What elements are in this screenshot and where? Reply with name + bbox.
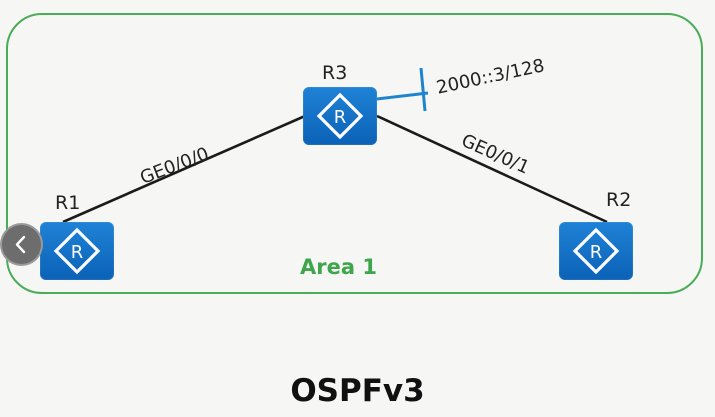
loopback-marker — [419, 67, 427, 112]
router-label-r2: R2 — [606, 189, 632, 211]
router-r3: R — [303, 87, 377, 145]
chevron-left-icon — [15, 235, 26, 254]
loopback-link — [376, 91, 429, 101]
link-r3-r2 — [376, 114, 608, 224]
router-label-r1: R1 — [55, 192, 81, 214]
area-label: Area 1 — [300, 255, 377, 279]
router-label-r3: R3 — [322, 62, 348, 84]
router-r1: R — [40, 222, 114, 280]
router-icon: R — [572, 227, 620, 275]
svg-text:R: R — [71, 242, 84, 263]
svg-text:R: R — [334, 107, 347, 128]
svg-text:R: R — [590, 242, 603, 263]
diagram-title: OSPFv3 — [290, 373, 425, 409]
router-icon: R — [316, 92, 364, 140]
back-button[interactable] — [2, 225, 41, 264]
router-icon: R — [53, 227, 101, 275]
link-r1-r3 — [62, 114, 306, 224]
router-r2: R — [559, 222, 633, 280]
